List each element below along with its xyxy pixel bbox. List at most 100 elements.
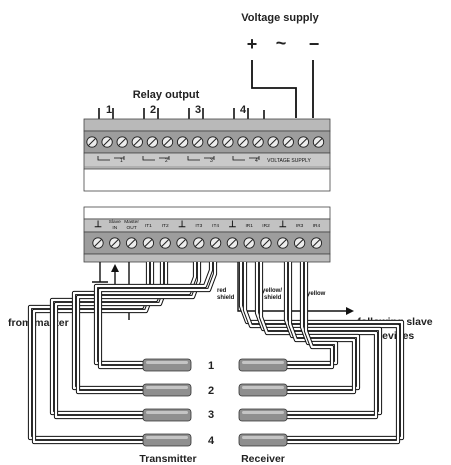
cable-core: [50, 262, 164, 415]
terminal-label: ⊥: [228, 219, 236, 229]
relay-panel-label-3: 3: [210, 158, 213, 164]
sensor-cables: [27, 262, 405, 445]
relay-output-title: Relay output: [133, 89, 200, 101]
cable-core: [287, 262, 338, 365]
cable-core: [98, 262, 217, 369]
screw-slot: [299, 138, 308, 146]
screw-slot: [133, 138, 142, 146]
screw-slot: [195, 239, 203, 247]
cable-core: [259, 262, 378, 419]
voltage-supply-title: Voltage supply: [241, 12, 319, 24]
sensor-highlight: [242, 436, 284, 439]
terminal-label: IT1: [145, 223, 152, 229]
receiver-sensor: [238, 358, 288, 372]
relay-contact-symbols: [97, 156, 260, 161]
terminal-label: Master: [124, 219, 139, 225]
row-number-4: 4: [208, 435, 215, 447]
sensor-highlight: [242, 386, 284, 389]
wire-label-red-2: red: [217, 288, 227, 294]
sensor-highlight: [242, 411, 284, 414]
screw-slot: [127, 239, 136, 247]
relay-panel-label-2: 2: [165, 158, 168, 164]
wire-label-shield-2: shield: [264, 295, 282, 301]
screw-slot: [161, 239, 169, 247]
terminal-label: ⊥: [94, 219, 102, 229]
sensor-highlight: [146, 436, 188, 439]
transmitter-sensor: [142, 408, 192, 422]
relay-panel-label-1: 1: [120, 158, 123, 164]
transmitter-sensor: [142, 433, 192, 447]
receiver-sensor: [238, 383, 288, 397]
cable-outline: [287, 262, 335, 370]
following-arrow: [237, 262, 354, 315]
cable-core: [94, 262, 213, 365]
terminal-label: IT3: [195, 223, 202, 229]
screw-slot: [209, 138, 217, 146]
screw-slot: [211, 239, 220, 247]
minus-symbol: −: [309, 34, 320, 54]
screw-slot: [269, 138, 277, 146]
cable-core: [239, 262, 404, 440]
relay-number-1: 1: [106, 104, 112, 116]
relay-number-4: 4: [240, 104, 247, 116]
following-label-line-2: devices: [376, 330, 415, 342]
screw-slot: [262, 239, 270, 247]
row-number-2: 2: [208, 385, 214, 397]
cable-core: [284, 262, 360, 390]
terminal-label: IR2: [262, 223, 270, 229]
sensor-highlight: [242, 361, 284, 364]
supply-wires: [251, 60, 314, 118]
terminal-label: IN: [112, 225, 117, 231]
screw-slot: [148, 138, 157, 146]
screw-slot: [312, 239, 321, 247]
terminal-label: Slave: [109, 219, 121, 225]
wire-label-yellow: yellow: [307, 291, 326, 297]
relay-screw-row: [86, 136, 325, 148]
screw-slot: [111, 239, 119, 247]
sensor-screw-row: [92, 237, 323, 249]
screw-slot: [94, 239, 102, 247]
voltage-supply-panel-label: VOLTAGE SUPPLY: [267, 158, 311, 164]
screw-slot: [314, 138, 323, 146]
sensor-highlight: [146, 386, 188, 389]
screw-slot: [103, 138, 111, 146]
screw-slot: [239, 138, 247, 146]
row-number-3: 3: [208, 409, 214, 421]
screw-slot: [144, 239, 153, 247]
terminal-label: IT4: [212, 223, 219, 229]
transmitter-sensor: [142, 358, 192, 372]
cable-core: [243, 262, 400, 444]
screw-slot: [118, 138, 126, 146]
cable-core: [287, 262, 334, 369]
wire-label-shield: shield: [217, 295, 235, 301]
relay-number-3: 3: [195, 104, 201, 116]
receiver-sensor: [238, 408, 288, 422]
screw-slot: [295, 239, 304, 247]
wire-label-yellow-slash: yellow/: [262, 288, 282, 294]
screw-slot: [224, 138, 232, 146]
sensor-terminal-block: [83, 206, 331, 263]
terminal-label: IT2: [162, 223, 169, 229]
sensor-highlight: [146, 361, 188, 364]
screw-slot: [163, 138, 172, 146]
relay-terminal-block: [83, 118, 331, 192]
screw-slot: [178, 138, 187, 146]
row-number-1: 1: [208, 360, 214, 372]
screw-slot: [193, 138, 202, 146]
receiver-label: Receiver: [241, 453, 285, 465]
relay-panel-label-4: 4: [255, 158, 258, 164]
ac-symbol: ~: [276, 33, 287, 53]
screw-slot: [228, 239, 237, 247]
screw-slot: [245, 239, 253, 247]
cable-core: [287, 262, 356, 394]
relay-stub-wires: [98, 108, 265, 120]
cable-core: [255, 262, 382, 415]
relay-number-2: 2: [150, 104, 156, 116]
transmitter-sensor: [142, 383, 192, 397]
cable-core: [72, 262, 197, 390]
terminal-label: IR1: [245, 223, 253, 229]
from-master-label: from master: [8, 317, 69, 329]
screw-slot: [254, 138, 262, 146]
screw-slot: [88, 138, 96, 146]
screw-slot: [279, 239, 287, 247]
